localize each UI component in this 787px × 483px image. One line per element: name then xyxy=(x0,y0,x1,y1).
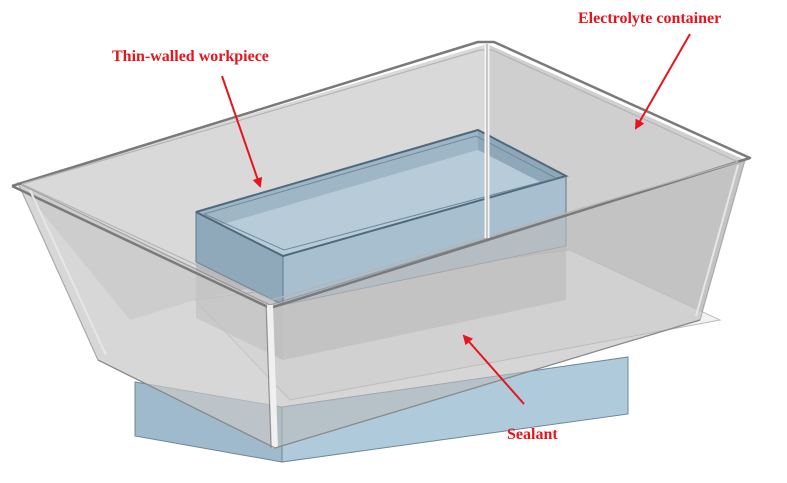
electrolyte-container xyxy=(11,40,752,449)
label-thin-walled-workpiece: Thin-walled workpiece xyxy=(112,48,269,65)
label-sealant: Sealant xyxy=(507,426,558,443)
arrow-electrolyte-container xyxy=(635,33,691,130)
arrow-thin-walled-workpiece xyxy=(221,75,263,188)
arrow-sealant xyxy=(462,334,525,405)
annotation-arrows xyxy=(221,33,691,405)
label-electrolyte-container: Electrolyte container xyxy=(578,10,722,27)
